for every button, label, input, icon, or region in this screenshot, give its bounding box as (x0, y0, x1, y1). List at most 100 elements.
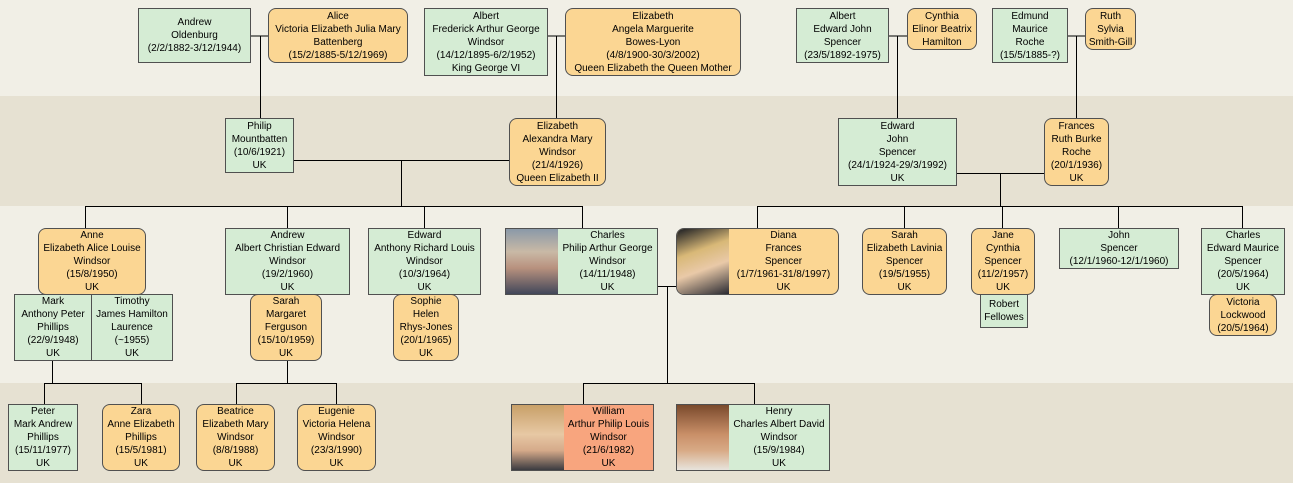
surname: Spencer (984, 256, 1022, 267)
middle-names: Angela Marguerite (612, 23, 694, 35)
william-portrait-photo (512, 405, 564, 470)
middle-names: Victoria Elizabeth Julia Mary (275, 23, 401, 35)
person-ruth-smith-gill[interactable]: Ruth Sylvia Smith-Gill (1085, 8, 1136, 50)
surname: Spencer (885, 256, 924, 267)
life-dates: (10/6/1921) (233, 146, 286, 158)
middle-names: Alexandra Mary (522, 133, 593, 145)
person-edmund-roche[interactable]: Edmund Maurice Roche (15/5/1885-?) (992, 8, 1068, 63)
middle-names: Anthony Peter (21, 309, 85, 320)
life-dates: (14/12/1895-6/2/1952) (436, 49, 536, 61)
country: UK (897, 282, 912, 293)
surname: Windsor (217, 432, 254, 443)
middle-names: Helen (412, 309, 440, 320)
country: UK (1069, 172, 1084, 184)
person-elizabeth-ii[interactable]: Elizabeth Alexandra Mary Windsor (21/4/1… (509, 118, 606, 186)
given-name: Mark (41, 296, 65, 307)
surname: Spencer (878, 146, 917, 158)
person-robert-fellowes[interactable]: Robert Fellowes (980, 294, 1028, 328)
person-philip-mountbatten[interactable]: Philip Mountbatten (10/6/1921) UK (225, 118, 294, 173)
person-mark-phillips[interactable]: Mark Anthony Peter Phillips (22/9/1948) … (14, 294, 92, 361)
country: UK (600, 282, 615, 293)
life-dates: (21/6/1982) (582, 445, 635, 456)
life-dates: (15/2/1885-5/12/1969) (288, 49, 388, 61)
life-dates: (24/1/1924-29/3/1992) (848, 159, 947, 171)
life-dates: (15/8/1950) (66, 269, 118, 280)
person-beatrice-windsor[interactable]: Beatrice Elizabeth Mary Windsor (8/8/198… (196, 404, 275, 471)
surname: Windsor (269, 256, 306, 267)
middle-names: Sylvia (1097, 23, 1124, 35)
person-elizabeth-bowes-lyon[interactable]: Elizabeth Angela Marguerite Bowes-Lyon (… (565, 8, 741, 76)
life-dates: (11/2/1957) (977, 269, 1029, 280)
surname: Battenberg (313, 36, 363, 48)
given-name: Victoria (1226, 296, 1260, 308)
diana-portrait-photo (677, 229, 729, 294)
life-dates: (21/4/1926) (531, 159, 584, 171)
person-eugenie-windsor[interactable]: Eugenie Victoria Helena Windsor (23/3/19… (297, 404, 376, 471)
given-name: Timothy (114, 296, 150, 307)
person-edward-john-spencer[interactable]: Edward John Spencer (24/1/1924-29/3/1992… (838, 118, 957, 186)
given-name: Cynthia (925, 10, 959, 22)
surname: Windsor (467, 36, 505, 48)
person-henry-windsor[interactable]: Henry Charles Albert David Windsor (15/9… (676, 404, 830, 471)
country: UK (252, 159, 267, 171)
person-peter-phillips[interactable]: Peter Mark Andrew Phillips (15/11/1977) … (8, 404, 78, 471)
person-anne-windsor[interactable]: Anne Elizabeth Alice Louise Windsor (15/… (38, 228, 146, 295)
life-dates: (10/3/1964) (398, 269, 451, 280)
surname: Spencer (1224, 256, 1262, 267)
life-dates: (23/5/1892-1975) (804, 49, 881, 61)
given-name: Alice (327, 10, 349, 22)
person-zara-phillips[interactable]: Zara Anne Elizabeth Phillips (15/5/1981)… (102, 404, 180, 471)
life-dates: (15/9/1984) (753, 445, 805, 456)
given-name: Andrew (177, 17, 212, 28)
person-cynthia-hamilton[interactable]: Cynthia Elinor Beatrix Hamilton (907, 8, 977, 50)
person-william-windsor[interactable]: William Arthur Philip Louis Windsor (21/… (511, 404, 654, 471)
given-name: Edward (880, 120, 915, 132)
henry-portrait-photo (677, 405, 729, 470)
middle-names: Albert Christian Edward (234, 243, 341, 254)
surname: Phillips (27, 432, 59, 443)
surname: Roche (1015, 36, 1045, 48)
person-jane-spencer[interactable]: Jane Cynthia Spencer (11/2/1957) UK (971, 228, 1035, 295)
person-timothy-laurence[interactable]: Timothy James Hamilton Laurence (~1955) … (91, 294, 173, 361)
middle-names: Anthony Richard Louis (374, 243, 475, 254)
person-albert-windsor[interactable]: Albert Frederick Arthur George Windsor (… (424, 8, 548, 76)
country: UK (85, 282, 99, 293)
person-charles-windsor[interactable]: Charles Philip Arthur George Windsor (14… (505, 228, 658, 295)
country: UK (329, 458, 344, 469)
middle-names: Charles Albert David (733, 419, 825, 430)
given-name: Zara (130, 406, 152, 417)
middle-names: Arthur Philip Louis (567, 419, 650, 430)
surname: Windsor (73, 256, 111, 267)
surname: Windsor (539, 146, 576, 158)
person-frances-roche[interactable]: Frances Ruth Burke Roche (20/1/1936) UK (1044, 118, 1109, 186)
person-andrew-oldenburg[interactable]: Andrew Oldenburg (2/2/1882-3/12/1944) (138, 8, 251, 63)
person-charles-spencer[interactable]: Charles Edward Maurice Spencer (20/5/196… (1201, 228, 1285, 295)
surname: Rhys-Jones (399, 322, 453, 333)
given-name: Eugenie (318, 406, 355, 417)
country: UK (417, 282, 432, 293)
person-edward-windsor[interactable]: Edward Anthony Richard Louis Windsor (10… (368, 228, 481, 295)
given-name: John (1108, 230, 1130, 241)
person-albert-spencer[interactable]: Albert Edward John Spencer (23/5/1892-19… (796, 8, 889, 63)
person-john-spencer[interactable]: John Spencer (12/1/1960-12/1/1960) (1059, 228, 1179, 269)
middle-names: Anne Elizabeth (107, 419, 175, 430)
life-dates: (19/2/1960) (261, 269, 314, 280)
person-alice-battenberg[interactable]: Alice Victoria Elizabeth Julia Mary Batt… (268, 8, 408, 63)
life-dates: (15/5/1981) (115, 445, 167, 456)
life-dates: (8/8/1988) (212, 445, 259, 456)
given-name: Sarah (272, 296, 300, 307)
life-dates: (12/1/1960-12/1/1960) (1069, 256, 1169, 267)
middle-names: James Hamilton (96, 309, 168, 320)
person-diana-spencer[interactable]: Diana Frances Spencer (1/7/1961-31/8/199… (676, 228, 839, 295)
person-victoria-lockwood[interactable]: Victoria Lockwood (20/5/1964) (1209, 294, 1277, 336)
person-andrew-windsor[interactable]: Andrew Albert Christian Edward Windsor (… (225, 228, 350, 295)
life-dates: (15/5/1885-?) (999, 49, 1061, 61)
middle-names: Ruth Burke (1051, 133, 1102, 145)
middle-names: Maurice (1012, 23, 1048, 35)
middle-names: Frances (765, 243, 802, 254)
person-sarah-ferguson[interactable]: Sarah Margaret Ferguson (15/10/1959) UK (250, 294, 322, 361)
person-sophie-rhys-jones[interactable]: Sophie Helen Rhys-Jones (20/1/1965) UK (393, 294, 459, 361)
person-sarah-spencer[interactable]: Sarah Elizabeth Lavinia Spencer (19/5/19… (862, 228, 947, 295)
